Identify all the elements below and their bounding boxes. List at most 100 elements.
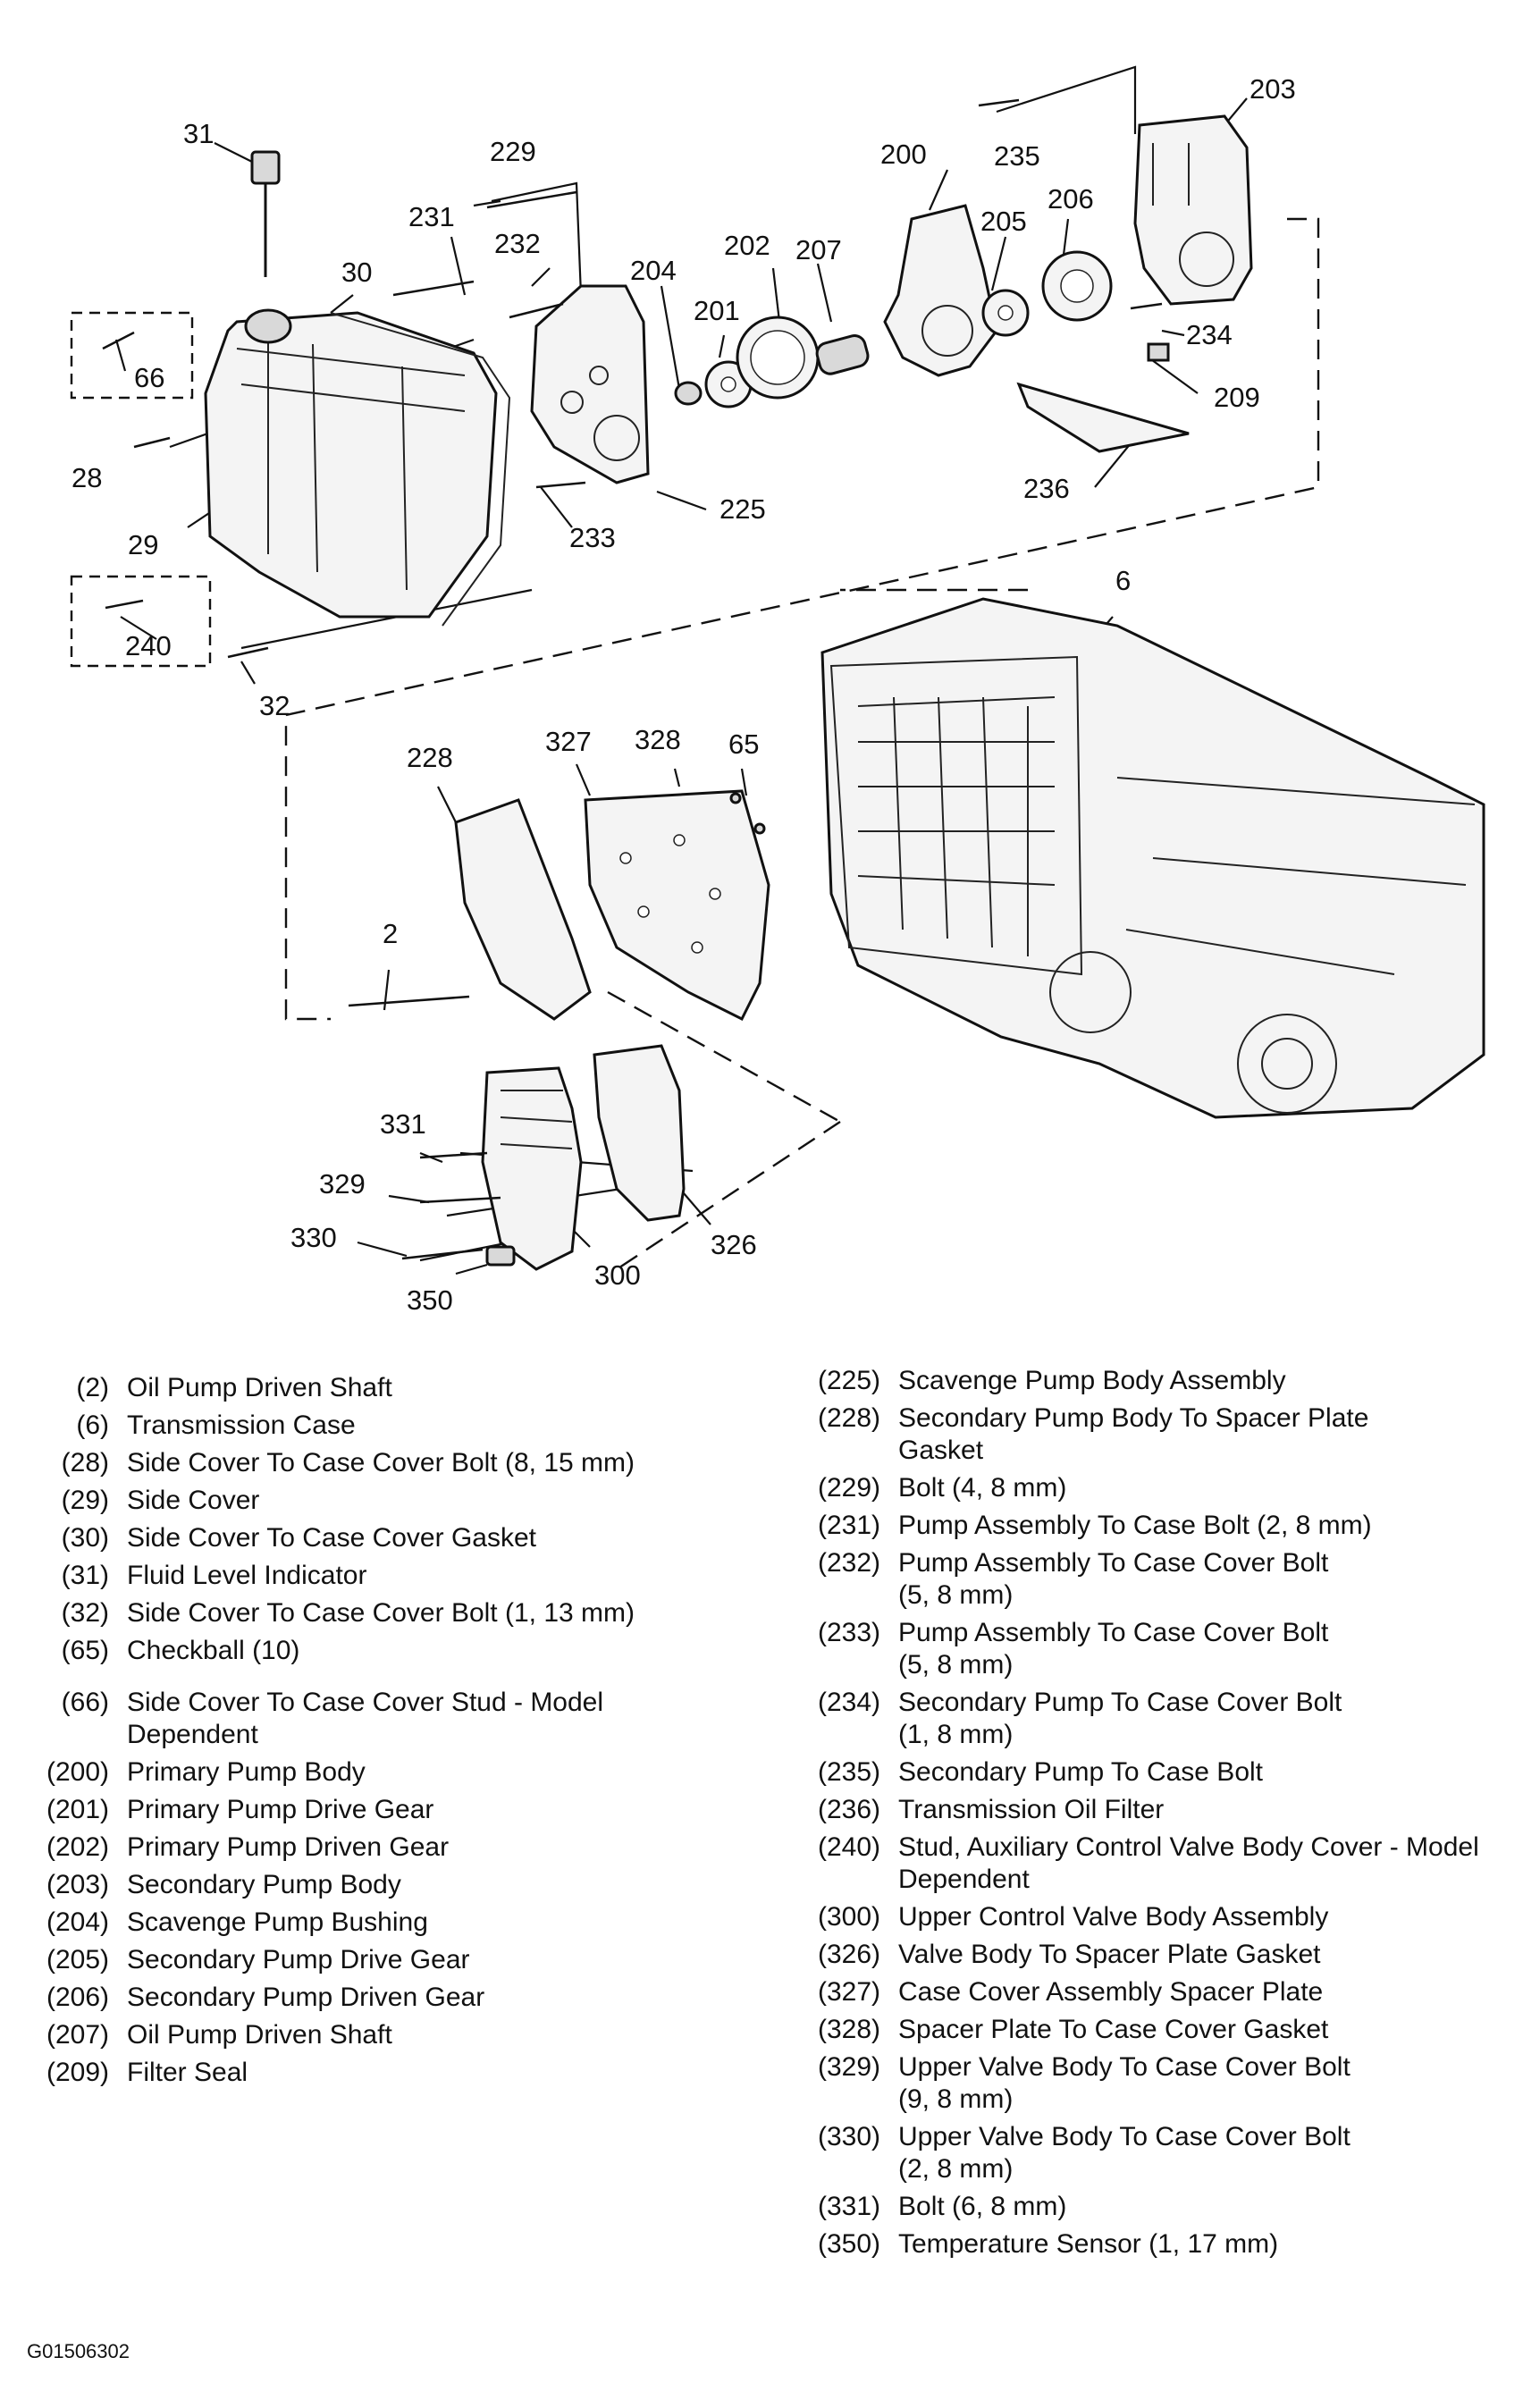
legend-number: (203) [46, 1870, 109, 1899]
legend-number: (66) [61, 1688, 109, 1717]
legend-description: Primary Pump Drive Gear [127, 1795, 434, 1824]
legend-entry: (204)Scavenge Pump Bushing [27, 1907, 778, 1939]
legend-entry: (231) Pump Assembly To Case Bolt (2, 8 mm… [800, 1510, 1515, 1542]
callout-66: 66 [134, 362, 164, 393]
legend-number: (30) [61, 1523, 109, 1553]
legend-number: (32) [61, 1598, 109, 1628]
callout-28: 28 [72, 462, 102, 493]
legend-entry: (206) Secondary Pump Driven Gear [27, 1982, 778, 2014]
callout-232: 232 [494, 228, 541, 259]
legend-entry: (235)Secondary Pump To Case Bolt [800, 1756, 1515, 1789]
callout-204: 204 [630, 255, 677, 286]
legend-entry: (207)Oil Pump Driven Shaft [27, 2019, 778, 2051]
assembly-guide-lines [70, 217, 1320, 1271]
legend-number: (205) [46, 1945, 109, 1974]
callout-330: 330 [290, 1222, 337, 1253]
legend-number: (300) [817, 1902, 880, 1932]
callout-6: 6 [1115, 565, 1131, 596]
legend-entry: (228)Secondary Pump Body To Spacer Plate… [800, 1402, 1515, 1467]
legend-entry: (327)Case Cover Assembly Spacer Plate [800, 1976, 1515, 2008]
legend-entry: (28) Side Cover To Case Cover Bolt (8, 15… [27, 1447, 778, 1479]
legend-number: (28) [61, 1448, 109, 1478]
callout-202: 202 [724, 230, 770, 261]
figure-id: G01506302 [27, 2340, 130, 2362]
callout-228: 228 [407, 742, 453, 773]
callout-326: 326 [711, 1229, 757, 1260]
callout-240: 240 [125, 630, 172, 661]
legend-number: (31) [61, 1561, 109, 1590]
legend-number: (200) [46, 1757, 109, 1787]
callout-200: 200 [880, 139, 927, 170]
legend-description: Pump Assembly To Case Bolt (2, 8 mm) [898, 1511, 1372, 1540]
legend-description: Scavenge Pump Body Assembly [898, 1366, 1286, 1395]
legend-entry: (229) Bolt (4, 8 mm) [800, 1472, 1515, 1504]
legend-description: Oil Pump Driven Shaft [127, 2020, 392, 2050]
legend-number: (229) [817, 1473, 880, 1503]
legend-number: (331) [817, 2192, 880, 2221]
legend-entry: (240) Stud, Auxiliary Control Valve Body … [800, 1831, 1515, 1896]
callout-201: 201 [694, 295, 740, 326]
legend-entry: (232)Pump Assembly To Case Cover Bolt (5… [800, 1547, 1515, 1612]
legend-entry: (330)Upper Valve Body To Case Cover Bolt… [800, 2121, 1515, 2185]
legend-description: Side Cover To Case Cover Bolt (1, 13 mm) [127, 1598, 635, 1628]
callout-203: 203 [1250, 73, 1296, 105]
legend-entry: (203) Secondary Pump Body [27, 1869, 778, 1901]
legend-entry: (300)Upper Control Valve Body Assembly [800, 1901, 1515, 1933]
callout-236: 236 [1023, 473, 1070, 504]
legend-description: Oil Pump Driven Shaft [127, 1373, 392, 1402]
legend-entry: (331)Bolt (6, 8 mm) [800, 2191, 1515, 2223]
legend-entry: (350) Temperature Sensor (1, 17 mm) [800, 2228, 1515, 2261]
legend-entry: (65)Checkball (10) [27, 1635, 778, 1667]
legend-entry: (329)Upper Valve Body To Case Cover Bolt… [800, 2051, 1515, 2116]
legend-number: (350) [817, 2229, 880, 2259]
legend-number: (240) [817, 1832, 880, 1862]
legend-number: (326) [817, 1940, 880, 1969]
legend-number: (65) [61, 1636, 109, 1665]
legend-description: Secondary Pump Drive Gear [127, 1945, 470, 1974]
legend-number: (206) [46, 1983, 109, 2012]
legend-entry: (29)Side Cover [27, 1485, 778, 1517]
legend-description: Side Cover To Case Cover Bolt (8, 15 mm) [127, 1448, 635, 1478]
callout-235: 235 [994, 140, 1040, 172]
legend-number: (236) [817, 1795, 880, 1824]
legend-number: (327) [817, 1977, 880, 2007]
callout-209: 209 [1214, 382, 1260, 413]
legend-number: (209) [46, 2058, 109, 2087]
callout-231: 231 [408, 201, 455, 232]
callout-229: 229 [490, 136, 536, 167]
legend-description: Primary Pump Body [127, 1757, 366, 1787]
callout-225: 225 [719, 493, 766, 525]
legend-description: Stud, Auxiliary Control Valve Body Cover… [898, 1832, 1479, 1894]
legend-number: (232) [817, 1548, 880, 1578]
legend-description: Transmission Case [127, 1410, 356, 1440]
legend-description: Temperature Sensor (1, 17 mm) [898, 2229, 1279, 2259]
legend-description: Secondary Pump To Case Cover Bolt (1, 8 … [898, 1688, 1342, 1749]
legend-description: Secondary Pump Body [127, 1870, 401, 1899]
legend-entry: (209) Filter Seal [27, 2057, 778, 2089]
legend-description: Pump Assembly To Case Cover Bolt (5, 8 m… [898, 1618, 1329, 1680]
legend-description: Secondary Pump To Case Bolt [898, 1757, 1264, 1787]
legend-description: Secondary Pump Driven Gear [127, 1983, 485, 2012]
legend-entry: (200) Primary Pump Body [27, 1756, 778, 1789]
legend-description: Filter Seal [127, 2058, 248, 2087]
callout-2: 2 [383, 918, 398, 949]
callout-300: 300 [594, 1259, 641, 1291]
legend-entry: (201)Primary Pump Drive Gear [27, 1794, 778, 1826]
legend-description: Valve Body To Spacer Plate Gasket [898, 1940, 1321, 1969]
legend-entry: (326) Valve Body To Spacer Plate Gasket [800, 1939, 1515, 1971]
callout-329: 329 [319, 1168, 366, 1200]
legend-description: Bolt (4, 8 mm) [898, 1473, 1067, 1503]
legend-entry: (2)Oil Pump Driven Shaft [27, 1372, 778, 1404]
legend-description: Fluid Level Indicator [127, 1561, 367, 1590]
legend-number: (233) [817, 1618, 880, 1647]
legend-description: Primary Pump Driven Gear [127, 1832, 450, 1862]
callout-29: 29 [128, 529, 158, 560]
callout-328: 328 [635, 724, 681, 755]
legend-number: (204) [46, 1907, 109, 1937]
legend-number: (29) [61, 1486, 109, 1515]
legend-number: (330) [817, 2122, 880, 2151]
legend-number: (6) [76, 1410, 109, 1440]
legend-number: (234) [817, 1688, 880, 1717]
callout-65: 65 [728, 728, 759, 760]
legend-number: (231) [817, 1511, 880, 1540]
